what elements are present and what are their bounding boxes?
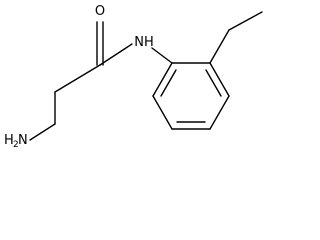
oxygen-label: O <box>95 4 105 19</box>
ring-bond-3 <box>209 95 230 130</box>
bond-carbonyl-nitrogen <box>99 43 133 66</box>
ring-inner-bond-3 <box>160 69 177 97</box>
amine-hydrogen-count: 2 <box>13 140 19 150</box>
amide-nitrogen-label: NH <box>134 35 154 50</box>
bond-ethyl-methyl <box>228 11 263 31</box>
amine-nitrogen-label: N <box>18 133 28 148</box>
ring-bond-5 <box>152 95 173 130</box>
bond-nitrogen-ring <box>151 47 173 64</box>
amine-hydrogen-label: H <box>4 133 14 148</box>
chemical-structure: O NH H 2 N <box>4 4 263 150</box>
bond-ch2-carbonyl <box>54 64 101 93</box>
ring-bond-2 <box>209 62 230 97</box>
bond-ring-ethyl <box>209 29 230 64</box>
ring-bond-6 <box>152 62 173 97</box>
bond-amine-ch2 <box>29 123 56 141</box>
ring-inner-bond-1 <box>205 69 222 97</box>
